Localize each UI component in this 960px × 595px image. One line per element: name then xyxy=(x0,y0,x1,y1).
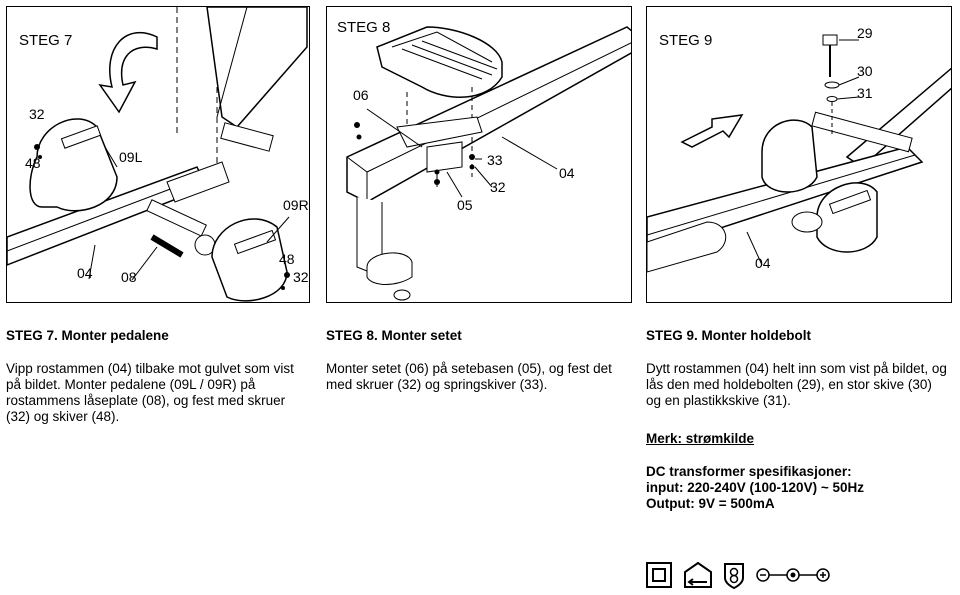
spec-output: Output: 9V = 500mA xyxy=(646,496,775,511)
part-label: 09R xyxy=(283,197,309,213)
step9-text: STEG 9. Monter holdebolt Dytt rostammen … xyxy=(646,328,956,512)
step9-illustration: STEG 9 29 30 31 04 xyxy=(646,6,952,303)
step8-drawing xyxy=(346,26,631,301)
part-label: 32 xyxy=(29,106,45,122)
step-line: og en plastikkskive (31). xyxy=(646,393,791,408)
part-label: 48 xyxy=(279,251,295,267)
step-title: STEG 7. Monter pedalene xyxy=(6,328,169,343)
part-label: 30 xyxy=(857,63,873,79)
step-line: lås den med holdebolten (29), en stor sk… xyxy=(646,377,932,392)
polarity-icon xyxy=(756,568,830,582)
part-label: 32 xyxy=(490,179,506,195)
step8-illustration: STEG 8 06 33 32 04 05 xyxy=(326,6,632,303)
part-label: 04 xyxy=(77,265,93,281)
safety-transformer-icon xyxy=(724,563,744,590)
spec-input: input: 220-240V (100-120V) ~ 50Hz xyxy=(646,480,864,495)
panel-heading: STEG 9 xyxy=(659,32,713,49)
step-line: på bildet. Monter pedalene (09L / 09R) p… xyxy=(6,377,256,392)
part-label: 29 xyxy=(857,25,873,41)
spec-title: DC transformer spesifikasjoner: xyxy=(646,464,852,479)
indoor-use-icon xyxy=(684,561,712,588)
panel-heading: STEG 7 xyxy=(19,32,73,49)
part-label: 33 xyxy=(487,152,503,168)
step7-drawing xyxy=(7,7,308,302)
step-line: Monter setet (06) på setebasen (05), og … xyxy=(326,361,612,376)
part-label: 09L xyxy=(119,149,143,165)
part-label: 04 xyxy=(755,255,771,271)
safety-symbols xyxy=(645,560,845,595)
step-line: med skruer (32) og springskiver (33). xyxy=(326,377,548,392)
step7-illustration: STEG 7 32 48 09L 09R 04 08 48 32 xyxy=(6,6,310,303)
part-label: 32 xyxy=(293,269,309,285)
double-insulation-icon xyxy=(646,562,672,588)
step-line: Dytt rostammen (04) helt inn som vist på… xyxy=(646,361,947,376)
part-label: 06 xyxy=(353,87,369,103)
step8-text: STEG 8. Monter setet Monter setet (06) p… xyxy=(326,328,632,393)
step9-drawing xyxy=(647,34,951,273)
part-label: 08 xyxy=(121,269,137,285)
step-line: (32) og skiver (48). xyxy=(6,409,120,424)
step7-text: STEG 7. Monter pedalene Vipp rostammen (… xyxy=(6,328,311,425)
part-label: 48 xyxy=(25,155,41,171)
part-label: 05 xyxy=(457,197,473,213)
panel-heading: STEG 8 xyxy=(337,19,391,36)
transformer-spec: DC transformer spesifikasjoner: input: 2… xyxy=(646,464,956,512)
part-label: 04 xyxy=(559,165,575,181)
step-title: STEG 8. Monter setet xyxy=(326,328,462,343)
power-source-note: Merk: strømkilde xyxy=(646,431,755,446)
step-line: Vipp rostammen (04) tilbake mot gulvet s… xyxy=(6,361,294,376)
step-title: STEG 9. Monter holdebolt xyxy=(646,328,811,343)
step-line: rostammens låseplate (08), og fest med s… xyxy=(6,393,286,408)
part-label: 31 xyxy=(857,85,873,101)
